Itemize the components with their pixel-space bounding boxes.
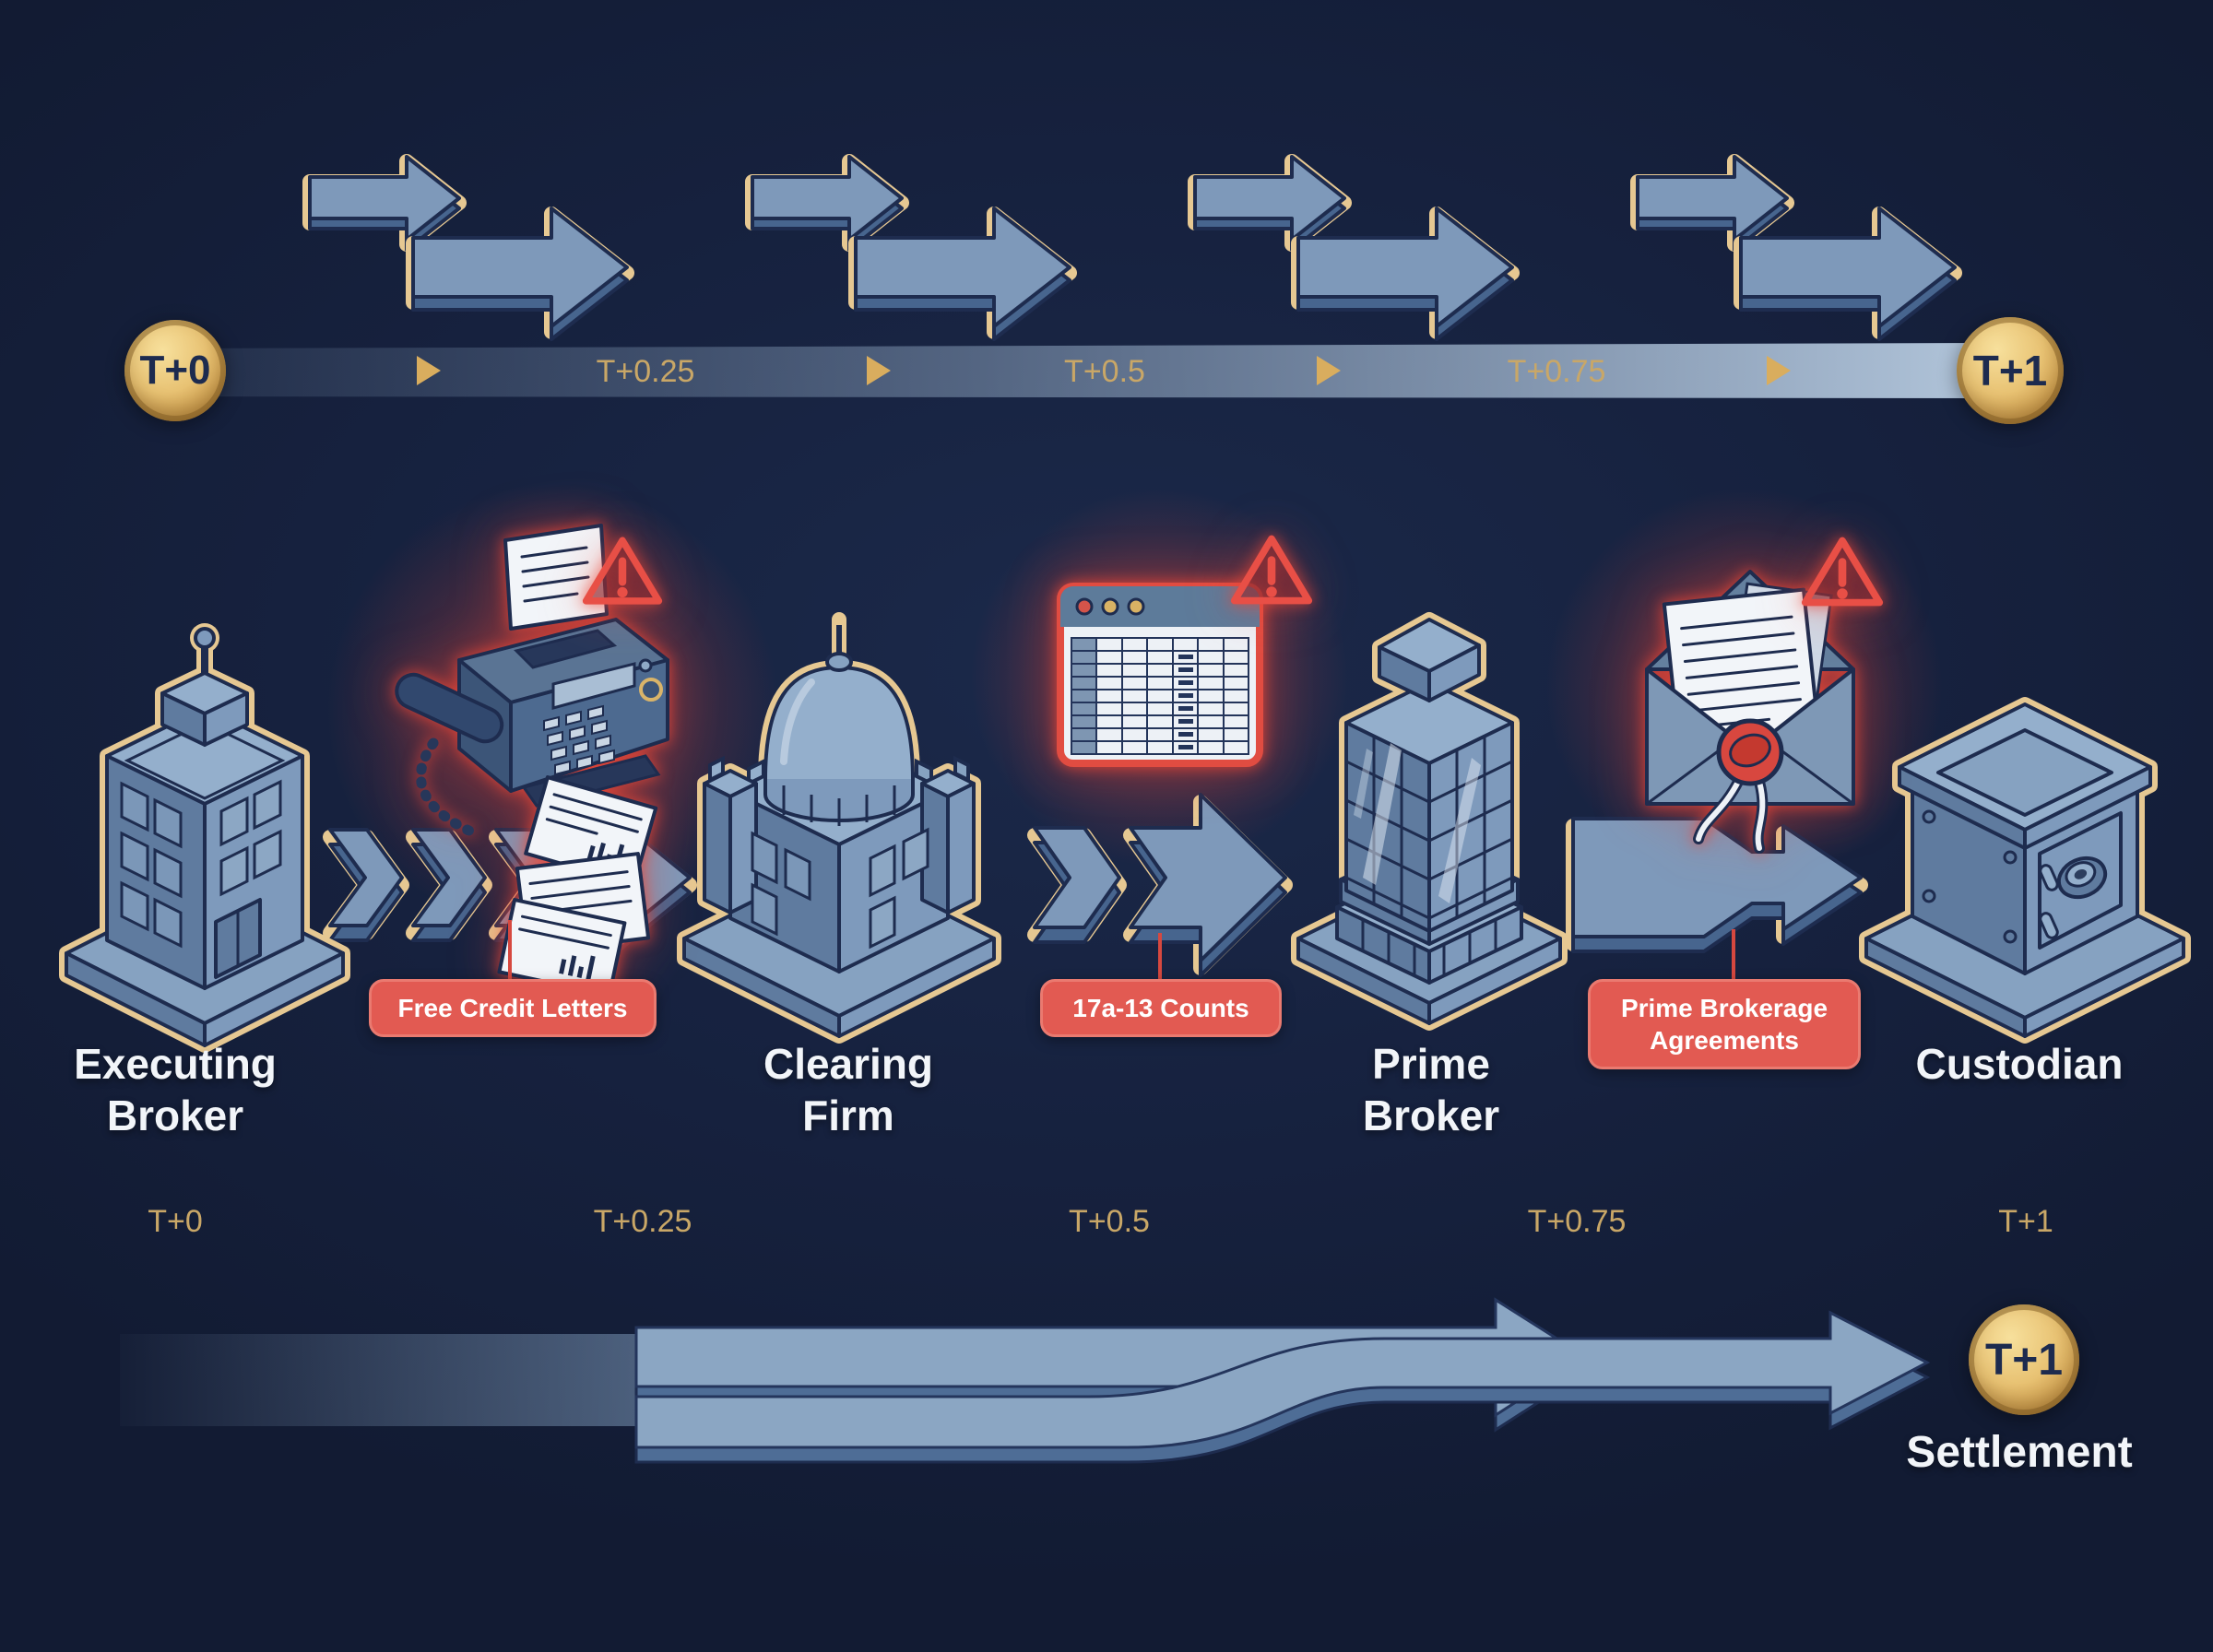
timeline-end-coin: T+1 — [1957, 317, 2064, 424]
callout-connector — [1158, 933, 1162, 983]
play-triangle-icon — [1767, 356, 1791, 385]
settlement-arrows — [120, 1297, 1931, 1464]
flow-arrow-icon-group-3 — [1195, 157, 1512, 339]
timeline-bar — [157, 343, 1982, 398]
fortress-dome-building-icon — [677, 612, 1001, 1044]
timeline-label-t075: T+0.75 — [1507, 354, 1606, 389]
flow-arrow-clearing-to-prime — [1027, 793, 1293, 977]
spreadsheet-window-icon — [1057, 583, 1263, 767]
settlement-coin: T+1 — [1969, 1304, 2079, 1415]
time-label-t025: T+0.25 — [593, 1204, 692, 1239]
flow-arrow-icon-group-1 — [310, 157, 627, 339]
time-label-t05: T+0.5 — [1069, 1204, 1150, 1239]
play-triangle-icon — [1317, 356, 1341, 385]
time-label-t075: T+0.75 — [1527, 1204, 1627, 1239]
play-triangle-icon — [867, 356, 891, 385]
timeline-label-t025: T+0.25 — [596, 354, 695, 389]
entity-label-custodian: Custodian — [1915, 1040, 2124, 1088]
timeline-start-coin-label: T+0 — [139, 348, 211, 393]
flow-arrow-icon-group-4 — [1638, 157, 1955, 339]
callout-prime-brokerage-agreements: Prime Brokerage Agreements — [1588, 979, 1861, 1069]
office-building-icon — [59, 623, 350, 1053]
callout-connector — [508, 920, 512, 983]
entity-label-prime-broker: Prime Broker — [1362, 1040, 1500, 1140]
flow-arrow-prime-to-custodian — [1566, 817, 1868, 953]
settlement-coin-label: T+1 — [1984, 1335, 2064, 1385]
time-label-t0: T+0 — [148, 1204, 203, 1239]
timeline-label-t05: T+0.5 — [1064, 354, 1145, 389]
flow-arrow-icon-group-2 — [752, 157, 1070, 339]
sealed-envelope-icon — [1645, 570, 1855, 854]
time-label-t1: T+1 — [1998, 1204, 2053, 1239]
play-triangle-icon — [417, 356, 441, 385]
entity-label-clearing-firm: Clearing Firm — [763, 1040, 934, 1140]
callout-free-credit-letters: Free Credit Letters — [369, 979, 657, 1037]
settlement-label: Settlement — [1906, 1428, 2133, 1477]
glass-tower-icon — [1291, 612, 1568, 1031]
fax-documents-icon — [395, 524, 669, 997]
safe-vault-icon — [1859, 697, 2191, 1044]
callout-17a13-counts: 17a-13 Counts — [1040, 979, 1282, 1037]
callout-connector — [1732, 929, 1735, 983]
timeline-start-coin: T+0 — [124, 320, 226, 421]
timeline-end-coin-label: T+1 — [1972, 347, 2048, 395]
entity-label-executing-broker: Executing Broker — [74, 1040, 277, 1140]
